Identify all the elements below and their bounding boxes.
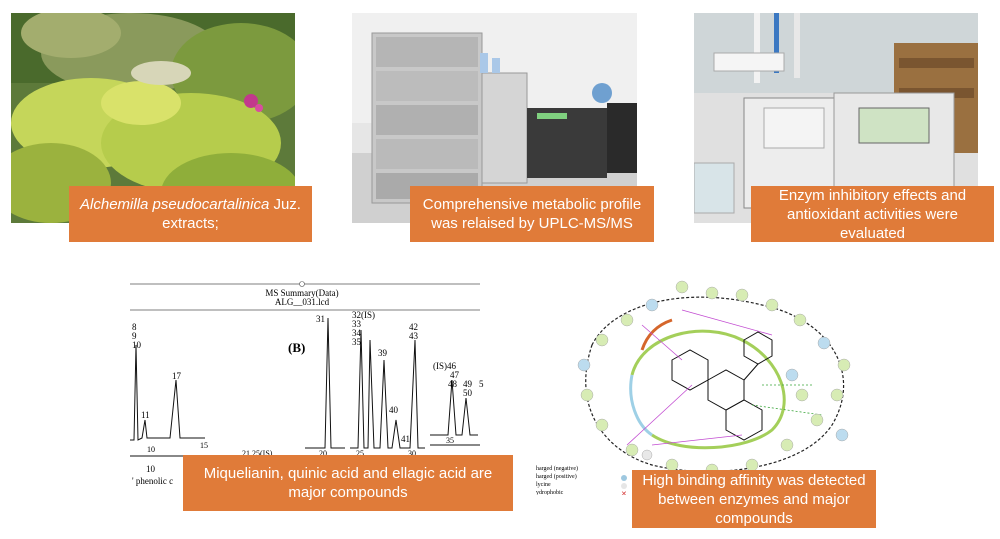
peak-label-35: 35 xyxy=(352,337,362,347)
metal-x-icon: ✕ xyxy=(621,490,627,495)
axis-tick-25: 25 xyxy=(356,449,364,458)
peak-label-11: 11 xyxy=(141,410,150,420)
peak-label-50: 50 xyxy=(463,388,473,398)
peak-label-42: 42 xyxy=(409,322,418,332)
instrument-caption: Comprehensive metabolic profile was rela… xyxy=(410,186,654,242)
peak-label-48: 48 xyxy=(448,379,458,389)
axis-tick-35: 35 xyxy=(446,436,454,445)
docking-diagram-plot: harged (negative) harged (positive) lyci… xyxy=(536,280,851,495)
peak-label-17: 17 xyxy=(172,371,182,381)
peak-label-40: 40 xyxy=(389,405,399,415)
peak-label-5: 5 xyxy=(479,379,484,389)
peak-label-49: 49 xyxy=(463,379,473,389)
axis-misc-label: 21 25(IS) xyxy=(242,449,273,458)
chromatogram-footer: ' phenolic c xyxy=(132,476,173,486)
chromatogram-header-2: ALG__031.lcd xyxy=(275,297,330,307)
chromatogram-header-1: MS Summary(Data) xyxy=(265,288,338,298)
legend-hydrophobic: ydrophobic xyxy=(536,490,564,495)
axis-tick-20: 20 xyxy=(319,449,327,458)
peak-label-32: 32(IS) xyxy=(352,310,375,320)
chromatogram-caption: Miquelianin, quinic acid and ellagic aci… xyxy=(183,455,513,511)
plant-caption-rest: Juz. extracts; xyxy=(162,196,301,232)
axis-tick-15: 15 xyxy=(200,441,208,450)
peak-label-8: 8 xyxy=(132,322,137,332)
peak-label-41: 41 xyxy=(401,434,410,444)
peak-label-10: 10 xyxy=(132,340,142,350)
legend-positive: harged (positive) xyxy=(536,473,577,480)
chromatogram-plot: MS Summary(Data) ALG__031.lcd (B) 8 9 10… xyxy=(130,281,484,486)
peak-label-47: 47 xyxy=(450,370,460,380)
docking-diagram: harged (negative) harged (positive) lyci… xyxy=(532,265,877,495)
legend-negative: harged (negative) xyxy=(536,465,578,472)
chromatogram-panel-letter: (B) xyxy=(288,340,305,355)
peak-label-34: 34 xyxy=(352,328,362,338)
peak-label-9: 9 xyxy=(132,331,137,341)
docking-legend: harged (negative) harged (positive) lyci… xyxy=(536,465,627,495)
chromatogram-traces xyxy=(130,317,480,457)
plant-caption: Alchemilla pseudocartalinica Juz. extrac… xyxy=(69,186,312,242)
legend-glycine: lycine xyxy=(536,482,551,488)
peak-label-39: 39 xyxy=(378,348,388,358)
peak-label-31: 31 xyxy=(316,314,325,324)
peak-label-33: 33 xyxy=(352,319,362,329)
docking-caption: High binding affinity was detected betwe… xyxy=(632,470,876,528)
axis-tick-10-bottom: 10 xyxy=(146,464,156,474)
peak-label-43: 43 xyxy=(409,331,419,341)
plant-species-name: Alchemilla pseudocartalinica xyxy=(80,196,270,213)
peak-label-46: (IS)46 xyxy=(433,361,456,371)
enzyme-caption: Enzym inhibitory effects and antioxidant… xyxy=(751,186,994,242)
axis-tick-30: 30 xyxy=(408,449,416,458)
axis-tick-10: 10 xyxy=(147,445,155,454)
